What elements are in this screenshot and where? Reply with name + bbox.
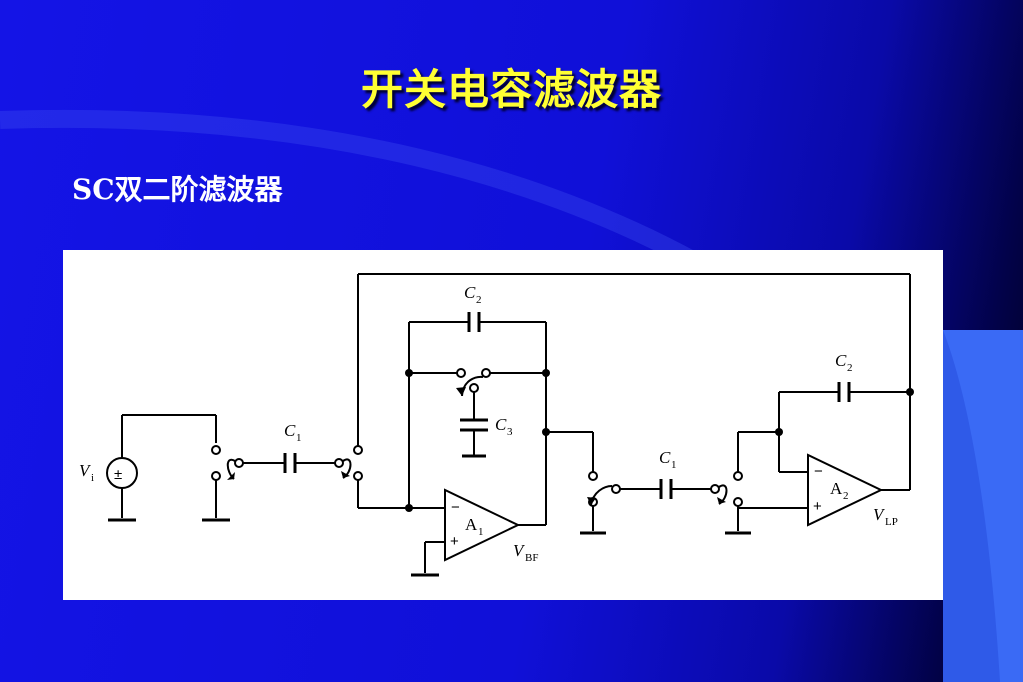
sc-biquad-circuit: ± V i C 2 C 3 C 1 C 1 C 2 − + A 1 − + A … bbox=[79, 273, 914, 577]
opamp-a2-label-sub: 2 bbox=[843, 490, 849, 502]
voltage-source bbox=[106, 414, 217, 522]
cap-label: C bbox=[835, 351, 847, 370]
switch-2 bbox=[334, 274, 445, 509]
cap-label-sub: 2 bbox=[476, 294, 482, 306]
capacitor-c1-left bbox=[283, 453, 335, 473]
opamp-a1 bbox=[409, 488, 546, 577]
opamp-a1-inv: − bbox=[451, 499, 460, 516]
cap-label-sub: 1 bbox=[671, 459, 677, 471]
cap-label-sub: 2 bbox=[847, 362, 853, 374]
opamp-a1-label-sub: 1 bbox=[478, 526, 484, 538]
opamp-a2-inv: − bbox=[814, 463, 823, 480]
cap-label: C bbox=[659, 448, 671, 467]
switch-1 bbox=[202, 445, 285, 522]
output-label: V bbox=[873, 505, 886, 524]
source-label: V bbox=[79, 461, 92, 480]
output-label-sub: LP bbox=[885, 516, 898, 528]
output-label: V bbox=[513, 541, 526, 560]
cap-label: C bbox=[464, 283, 476, 302]
opamp-a2 bbox=[779, 453, 910, 527]
circuit-diagram-panel: ± V i C 2 C 3 C 1 C 1 C 2 − + A 1 − + A … bbox=[63, 250, 943, 600]
opamp-a2-noninv: + bbox=[813, 498, 822, 515]
cap-label: C bbox=[284, 421, 296, 440]
capacitor-c2-a2 bbox=[778, 382, 910, 472]
source-label-sub: i bbox=[91, 472, 94, 484]
capacitor-c1-right bbox=[659, 479, 711, 499]
slide-subtitle: SC双二阶滤波器 bbox=[72, 173, 283, 206]
output-label-sub: BF bbox=[525, 552, 538, 564]
opamp-a2-label: A bbox=[830, 479, 843, 498]
capacitor-c2-a1 bbox=[408, 312, 547, 525]
cap-label-sub: 1 bbox=[296, 432, 302, 444]
capacitor-c3-branch bbox=[409, 368, 546, 458]
opamp-a1-noninv: + bbox=[450, 533, 459, 550]
cap-label: C bbox=[495, 415, 507, 434]
source-symbol: ± bbox=[114, 466, 122, 483]
cap-label-sub: 3 bbox=[507, 426, 513, 438]
slide-title: 开关电容滤波器 bbox=[360, 65, 662, 114]
switch-4 bbox=[710, 431, 808, 535]
opamp-a1-label: A bbox=[465, 515, 478, 534]
